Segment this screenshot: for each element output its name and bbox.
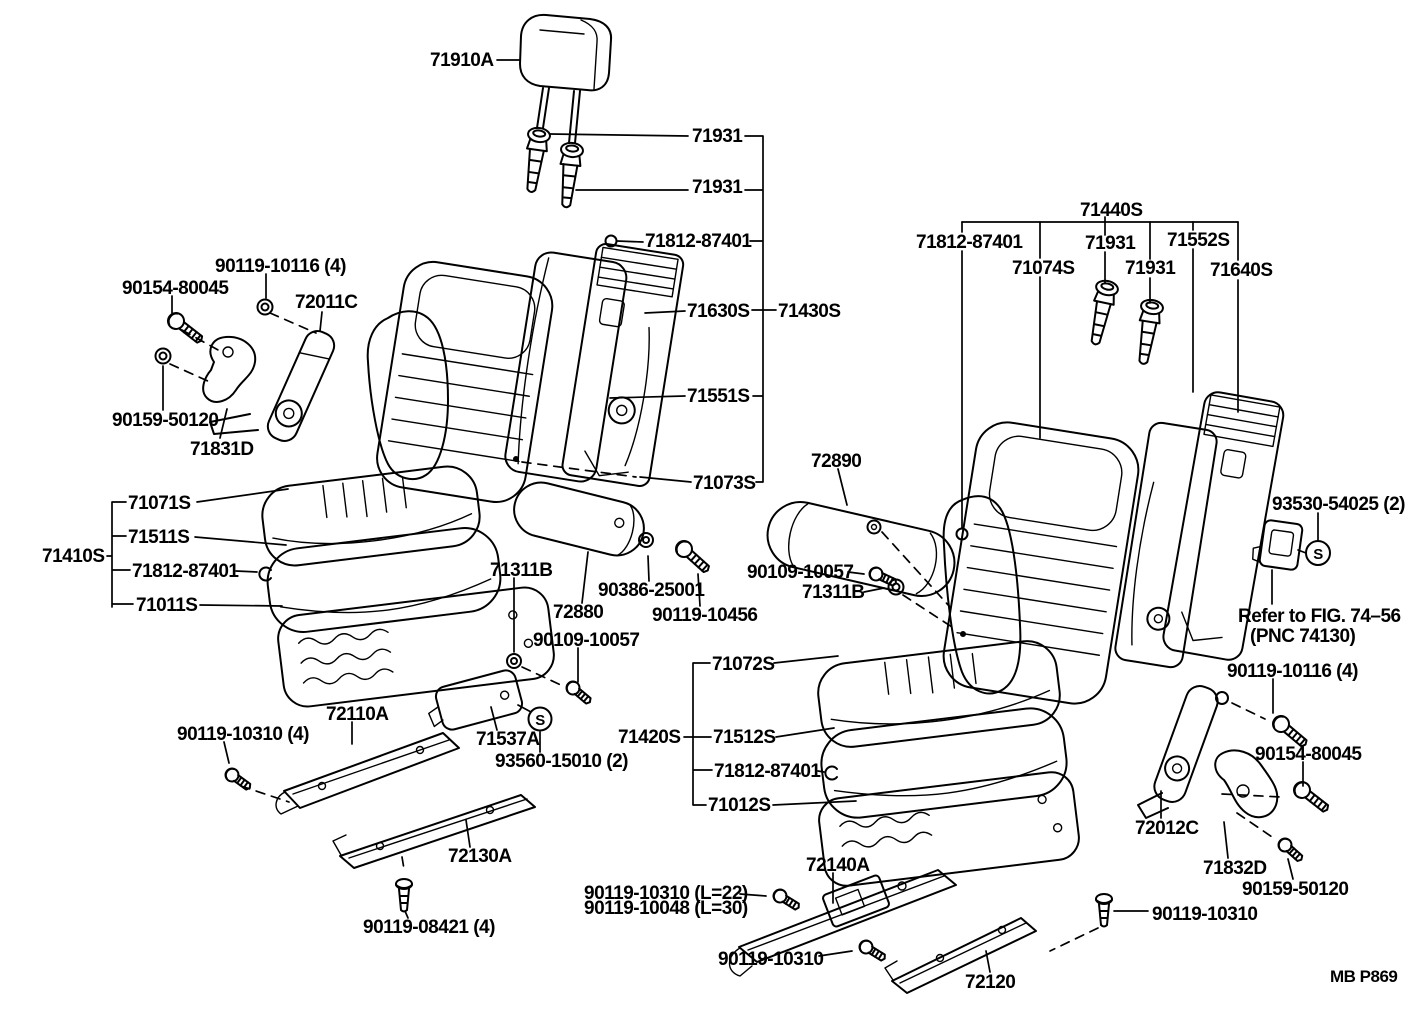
part-label-93530-54025: 93530-54025 (2) xyxy=(1272,494,1405,515)
part-label-71537A: 71537A xyxy=(476,729,540,750)
part-label-71832D: 71832D xyxy=(1203,858,1267,879)
part-label-90119-10310-4: 90119-10310 (4) xyxy=(177,724,309,745)
leader-lines xyxy=(106,59,1319,973)
part-label-90154-80045-b: 90154-80045 xyxy=(1255,744,1362,765)
reference-note-line1: Refer to FIG. 74–56 xyxy=(1238,606,1401,627)
left-cushion-top-drawing xyxy=(261,465,481,567)
part-label-71552S: 71552S xyxy=(1167,230,1230,251)
left-inner-rail-drawing xyxy=(221,732,460,815)
left-cushion-mid-drawing xyxy=(258,527,502,633)
page-code: MB P869 xyxy=(1330,967,1397,986)
part-label-71410S: 71410S xyxy=(42,546,105,567)
part-label-90109-10057-b: 90109-10057 xyxy=(747,562,854,583)
headrest-drawing xyxy=(519,13,613,144)
right-cushion-top-drawing xyxy=(817,640,1061,748)
right-recliner-fasteners xyxy=(1268,711,1334,866)
right-seat-pan-drawing xyxy=(818,771,1080,887)
right-seatback-frame-drawing xyxy=(1114,421,1218,669)
part-label-90119-10456: 90119-10456 xyxy=(652,605,757,626)
part-label-71812-87401-b: 71812-87401 xyxy=(132,561,239,582)
left-recliner-handle-drawing xyxy=(202,335,257,403)
right-recliner-handle-drawing xyxy=(1214,749,1279,819)
right-seatback-board-drawing xyxy=(955,391,1285,661)
part-label-90159-50120-b: 90159-50120 xyxy=(1242,879,1349,900)
part-label-72120: 72120 xyxy=(965,972,1015,993)
part-label-71812-87401-a: 71812-87401 xyxy=(645,231,752,252)
part-label-72012C: 72012C xyxy=(1135,818,1199,839)
part-label-90159-50120-a: 90159-50120 xyxy=(112,410,219,431)
part-label-72890: 72890 xyxy=(811,451,861,472)
part-label-72011C: 72011C xyxy=(295,292,358,313)
part-label-71071S: 71071S xyxy=(128,493,191,514)
part-label-71931-c: 71931 xyxy=(1085,233,1136,254)
left-seat-pan-drawing xyxy=(277,586,555,708)
part-label-71640S: 71640S xyxy=(1210,260,1273,281)
right-armrest-drawing xyxy=(766,501,956,597)
part-label-90119-08421: 90119-08421 (4) xyxy=(363,917,495,938)
part-label-71511S: 71511S xyxy=(128,527,189,548)
part-label-71831D: 71831D xyxy=(190,439,254,460)
right-recliner-bracket-drawing xyxy=(1137,685,1229,819)
left-seatback-board-drawing xyxy=(504,251,628,483)
part-labels: 71910A 71931 71931 71812-87401 71630S 71… xyxy=(42,50,1406,993)
part-label-90386-25001: 90386-25001 xyxy=(598,580,705,601)
s-marker-right: S xyxy=(1313,546,1323,563)
part-label-72880: 72880 xyxy=(553,602,603,623)
right-inner-rail-drawing xyxy=(728,869,957,977)
right-outer-rail-drawing xyxy=(884,893,1113,994)
reference-note-line2: (PNC 74130) xyxy=(1250,626,1356,647)
part-label-72140A: 72140A xyxy=(806,855,870,876)
left-seatback-frame-drawing xyxy=(561,234,685,487)
part-label-71910A: 71910A xyxy=(430,50,494,71)
part-label-71420S: 71420S xyxy=(618,727,681,748)
part-label-90119-10116-b: 90119-10116 (4) xyxy=(1227,661,1358,682)
part-label-71072S: 71072S xyxy=(712,654,775,675)
part-label-71512S: 71512S xyxy=(713,727,776,748)
s-marker-left: S xyxy=(535,712,545,729)
left-seatback-drawing xyxy=(366,260,554,503)
part-label-93560-15010: 93560-15010 (2) xyxy=(495,751,628,772)
part-label-71311B-b: 71311B xyxy=(802,582,865,603)
part-label-71931-a: 71931 xyxy=(692,126,743,147)
part-label-71931-d: 71931 xyxy=(1125,258,1176,279)
left-armrest-drawing xyxy=(513,481,715,578)
part-label-71012S: 71012S xyxy=(708,795,771,816)
part-label-71812-87401-d: 71812-87401 xyxy=(714,761,821,782)
part-label-90109-10057-a: 90109-10057 xyxy=(533,630,640,651)
part-label-72110A: 72110A xyxy=(326,704,389,725)
part-label-71430S: 71430S xyxy=(778,301,841,322)
part-label-90119-10310-b: 90119-10310 xyxy=(1152,904,1257,925)
part-label-71551S: 71551S xyxy=(687,386,750,407)
part-label-71074S: 71074S xyxy=(1012,258,1075,279)
part-label-71440S: 71440S xyxy=(1080,200,1143,221)
part-label-90119-10310-L22: 90119-10310 (L=22) xyxy=(584,883,748,904)
part-label-71931-b: 71931 xyxy=(692,177,743,198)
part-label-71011S: 71011S xyxy=(136,595,197,616)
part-label-90119-10116-a: 90119-10116 (4) xyxy=(215,256,346,277)
part-label-90119-10048-L30: 90119-10048 (L=30) xyxy=(584,898,748,919)
part-label-71311B-a: 71311B xyxy=(490,560,553,581)
dashed-assembly-lines xyxy=(169,312,1282,952)
part-label-71073S: 71073S xyxy=(693,473,756,494)
part-label-71812-87401-c: 71812-87401 xyxy=(916,232,1023,253)
part-label-90154-80045-a: 90154-80045 xyxy=(122,278,229,299)
left-outer-rail-drawing xyxy=(332,794,536,913)
left-shield-drawing xyxy=(428,653,596,732)
right-seatback-drawing xyxy=(942,421,1140,705)
left-recliner-bracket-drawing xyxy=(209,330,336,442)
part-label-71630S: 71630S xyxy=(687,301,750,322)
part-label-72130A: 72130A xyxy=(448,846,512,867)
part-label-90119-10310-a: 90119-10310 xyxy=(718,949,823,970)
